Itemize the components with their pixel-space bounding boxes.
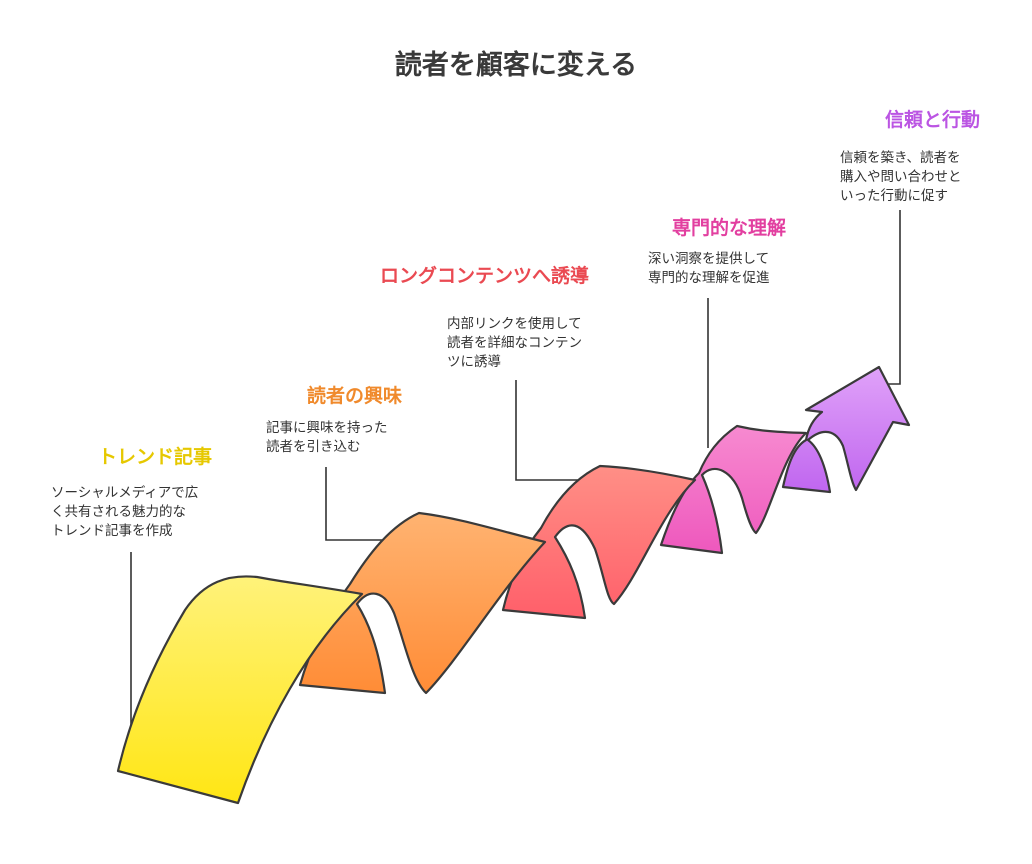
stage-title-reader-interest: 読者の興味 (307, 384, 402, 407)
ribbon-segment-trust (781, 365, 911, 494)
stage-desc-line: いった行動に促す (840, 188, 948, 204)
ribbon (116, 365, 911, 805)
stage-desc-line: く共有される魅力的な (51, 504, 186, 520)
stage-desc-expert-understanding: 深い洞察を提供して 専門的な理解を促進 (648, 250, 773, 286)
stage-desc-line: 専門的な理解を促進 (648, 270, 770, 286)
stage-reader-interest: 読者の興味 記事に興味を持った 読者を引き込む (266, 384, 402, 455)
stage-desc-line: トレンド記事を作成 (51, 522, 173, 539)
stage-desc-line: 信頼を築き、読者を (840, 150, 961, 166)
stage-desc-line: 読者を詳細なコンテン (447, 335, 582, 351)
leader-line-3 (515, 380, 582, 481)
stage-desc-long-content: 内部リンクを使用して 読者を詳細なコンテン ツに誘導 (447, 315, 586, 370)
ribbon-segment-trend (116, 575, 364, 805)
stage-title-expert-understanding: 専門的な理解 (672, 216, 786, 239)
stage-desc-reader-interest: 記事に興味を持った 読者を引き込む (266, 419, 392, 455)
stage-desc-line: 深い洞察を提供して (648, 250, 769, 267)
stage-title-trend-article: トレンド記事 (98, 445, 212, 468)
leader-line-5 (882, 210, 901, 385)
page-title: 読者を顧客に変える (395, 49, 637, 81)
ribbon-segment-long-content (501, 464, 697, 620)
stage-expert-understanding: 専門的な理解 深い洞察を提供して 専門的な理解を促進 (648, 216, 786, 286)
stage-desc-line: ツに誘導 (447, 354, 501, 370)
ribbon-segment-interest (298, 511, 547, 695)
stage-title-trust-action: 信頼と行動 (885, 108, 980, 131)
stage-desc-line: 購入や問い合わせと (840, 169, 962, 185)
stage-desc-line: 読者を引き込む (266, 439, 361, 455)
stage-long-content: ロングコンテンツへ誘導 内部リンクを使用して 読者を詳細なコンテン ツに誘導 (380, 264, 589, 370)
ribbon-segment-expert (659, 424, 808, 555)
leader-lines (130, 210, 901, 736)
stage-title-long-content: ロングコンテンツへ誘導 (380, 264, 589, 287)
stage-desc-line: 内部リンクを使用して (447, 315, 582, 332)
leader-line-2 (325, 467, 387, 541)
stage-trust-action: 信頼と行動 信頼を築き、読者を 購入や問い合わせと いった行動に促す (840, 108, 980, 204)
stage-desc-line: 記事に興味を持った (266, 419, 388, 436)
stage-desc-line: ソーシャルメディアで広 (51, 484, 198, 501)
stage-desc-trust-action: 信頼を築き、読者を 購入や問い合わせと いった行動に促す (840, 150, 966, 204)
stage-desc-trend-article: ソーシャルメディアで広 く共有される魅力的な トレンド記事を作成 (51, 484, 203, 539)
stage-trend-article: トレンド記事 ソーシャルメディアで広 く共有される魅力的な トレンド記事を作成 (51, 445, 212, 539)
